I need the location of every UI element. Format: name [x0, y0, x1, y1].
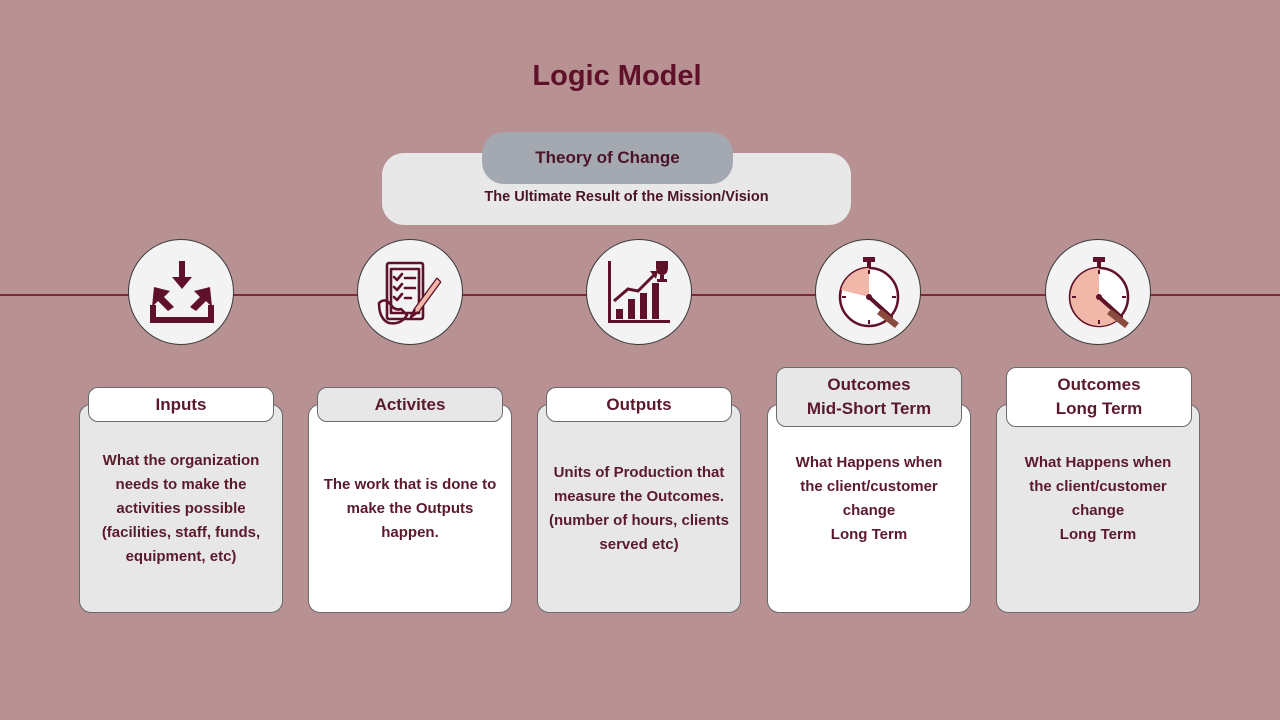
- growth-chart-trophy-icon: [608, 261, 670, 323]
- inputs-icon-circle: [128, 239, 234, 345]
- stopwatch-quarter-icon: [838, 257, 900, 328]
- outcomes-long-icon-circle: [1045, 239, 1151, 345]
- inputs-label: Inputs: [88, 387, 274, 422]
- outcomes-mid-icon-circle: [815, 239, 921, 345]
- activities-label: Activites: [317, 387, 503, 422]
- activities-card: [308, 404, 512, 613]
- outputs-label: Outputs: [546, 387, 732, 422]
- page-title: Logic Model: [532, 60, 702, 92]
- outputs-icon-circle: [586, 239, 692, 345]
- theory-of-change-pill: Theory of Change: [482, 132, 733, 184]
- outcomes-mid-description: What Happens when the client/customer ch…: [795, 454, 943, 543]
- outputs-card: [537, 404, 741, 613]
- outcomes-long-card: [996, 404, 1200, 613]
- stopwatch-three-quarter-icon: [1068, 257, 1130, 328]
- activities-description: The work that is done to make the Output…: [323, 476, 497, 541]
- theory-of-change-subtitle: The Ultimate Result of the Mission/Visio…: [484, 189, 769, 205]
- checklist-pen-icon: [377, 261, 442, 325]
- outputs-description: Units of Production that measure the Out…: [548, 464, 729, 553]
- inputs-description: What the organization needs to make the …: [101, 452, 261, 565]
- outcomes-long-description: What Happens when the client/customer ch…: [1024, 454, 1172, 543]
- outcomes-mid-card: [767, 404, 971, 613]
- inbox-download-icon: [150, 261, 214, 323]
- inputs-card: [79, 404, 283, 613]
- outcomes-mid-label: Outcomes Mid-Short Term: [776, 367, 962, 427]
- outcomes-long-label: Outcomes Long Term: [1006, 367, 1192, 427]
- activities-icon-circle: [357, 239, 463, 345]
